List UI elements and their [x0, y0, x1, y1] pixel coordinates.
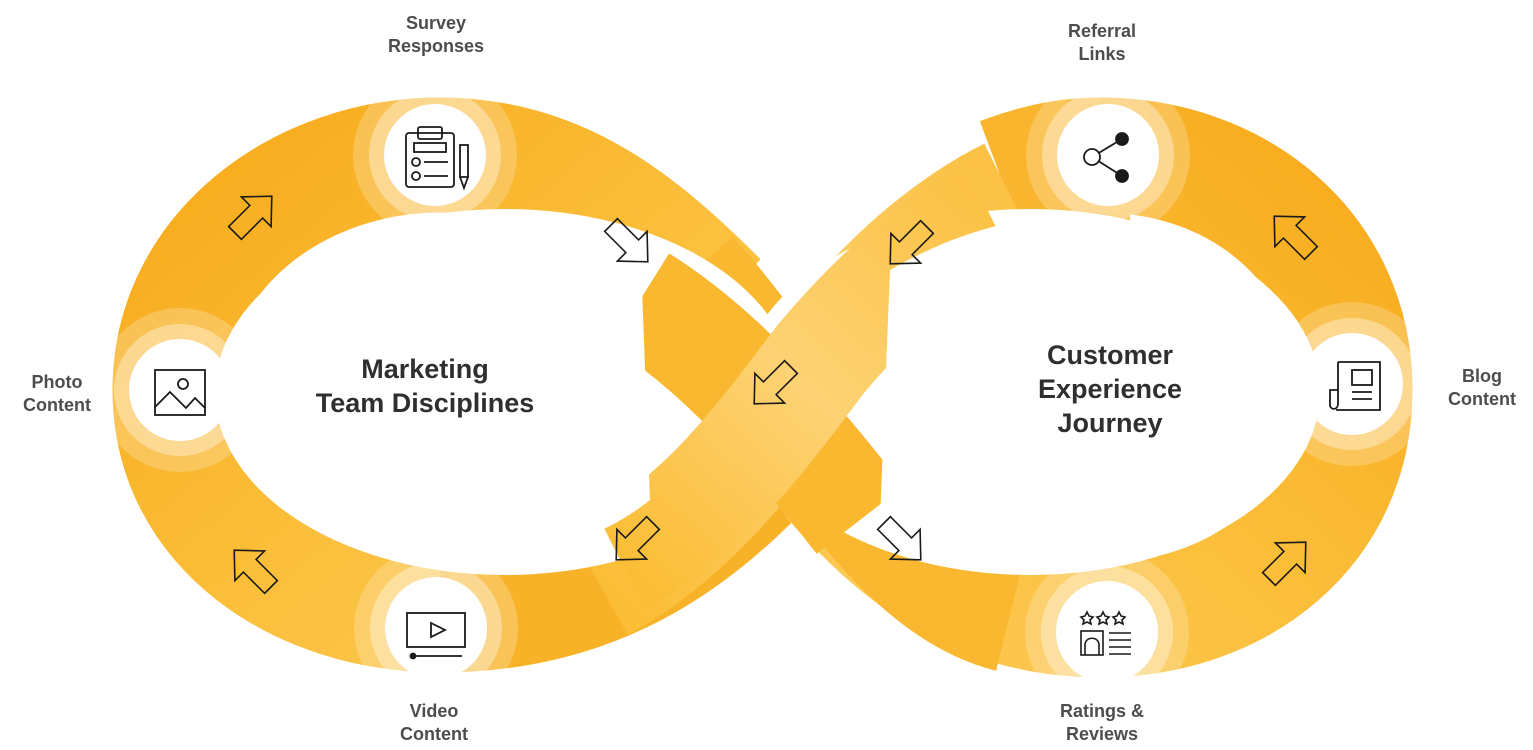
right-hole-edge — [880, 216, 1300, 562]
label-blog-content: Blog Content — [1448, 366, 1516, 409]
label-video-content: Video Content — [400, 701, 468, 744]
arrow-down-left-icon — [753, 359, 799, 405]
ratings-reviews-icon — [1079, 610, 1131, 656]
share-icon — [1083, 132, 1129, 183]
node-blog — [1270, 302, 1434, 466]
arrow-down-right-icon — [603, 217, 649, 263]
arrow-down-left-icon — [615, 515, 661, 561]
newspaper-icon — [1329, 361, 1381, 411]
label-photo-content: Photo Content — [23, 372, 91, 415]
label-survey-responses: Survey Responses — [387, 13, 485, 56]
node-ratings — [1025, 550, 1189, 714]
arrow-up-right-icon — [1261, 541, 1307, 587]
band-left-loop — [112, 97, 761, 673]
arrow-down-left-icon — [889, 219, 935, 265]
clipboard-checklist-icon — [405, 126, 469, 191]
video-player-icon — [406, 612, 466, 660]
arrow-up-left-icon — [233, 549, 279, 595]
node-survey — [353, 73, 517, 237]
image-icon — [154, 369, 206, 416]
right-loop-title: Customer Experience Journey — [1037, 340, 1183, 438]
label-referral-links: Referral Links — [1067, 21, 1137, 64]
arrow-down-right-icon — [876, 515, 922, 561]
label-ratings-reviews: Ratings & Reviews — [1059, 701, 1144, 744]
node-photo — [98, 308, 262, 472]
node-video — [354, 546, 518, 710]
left-hole-edge — [235, 210, 650, 561]
node-referral — [1026, 73, 1190, 237]
arrow-up-right-icon — [227, 195, 273, 241]
left-loop-title: Marketing Team Disciplines — [315, 354, 535, 418]
arrow-up-left-icon — [1273, 215, 1319, 261]
